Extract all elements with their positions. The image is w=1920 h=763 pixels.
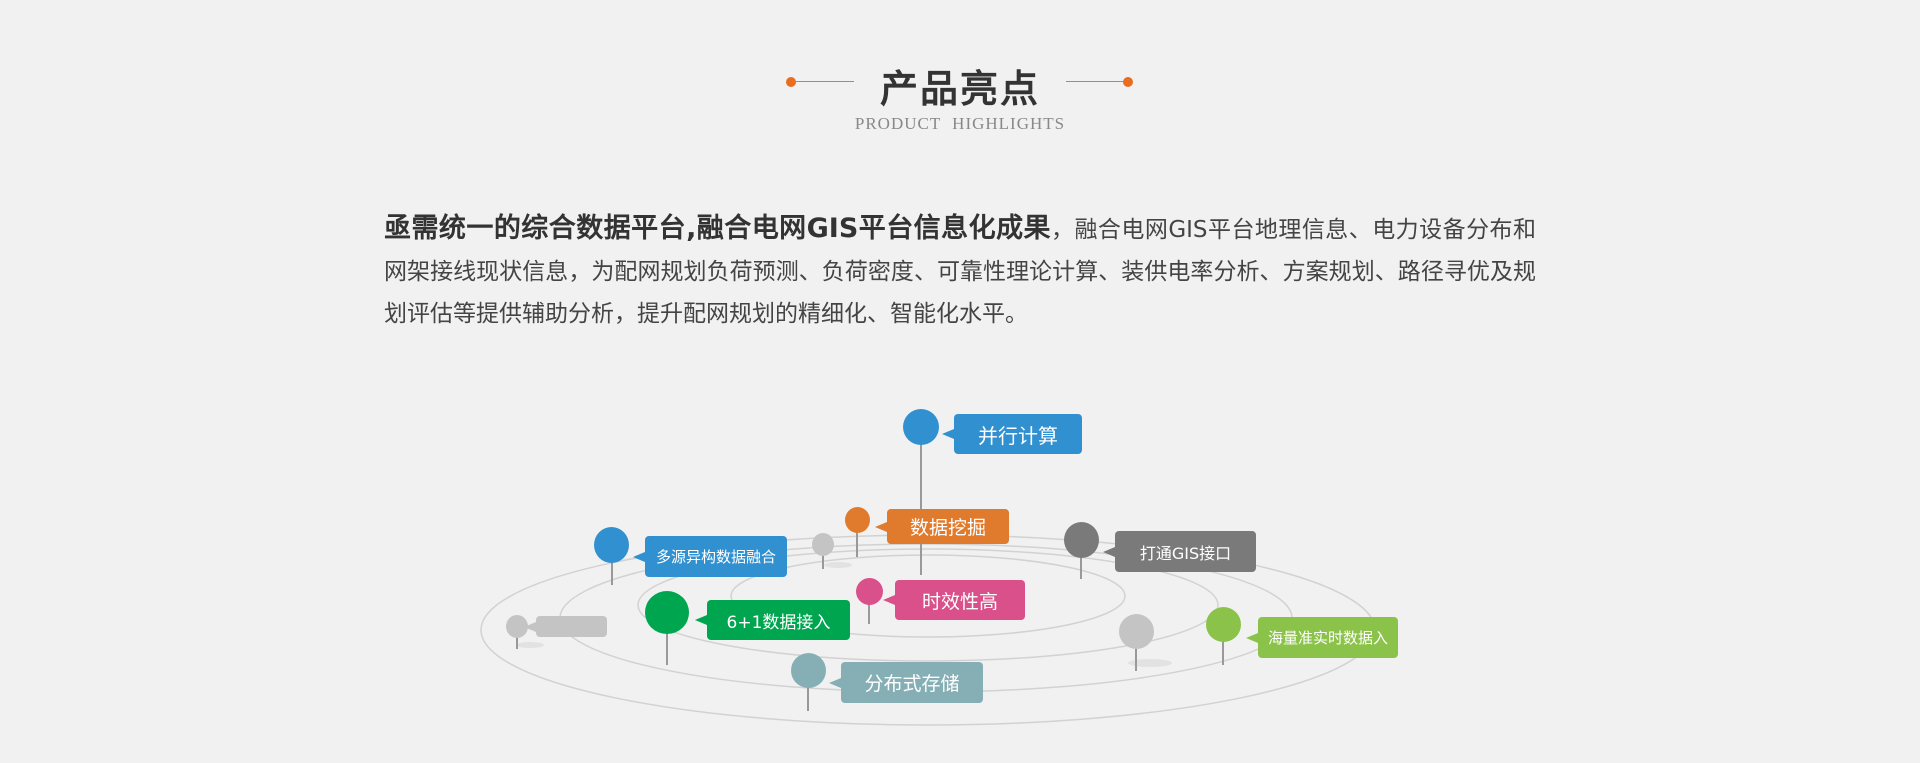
pin-head-gis-interface (1064, 522, 1099, 558)
pin-shadow (824, 562, 852, 568)
section-subtitle: PRODUCT HIGHLIGHTS (854, 114, 1066, 133)
intro-paragraph: 亟需统一的综合数据平台,融合电网GIS平台信息化成果，融合电网GIS平台地理信息… (384, 208, 1536, 335)
intro-highlight: 亟需统一的综合数据平台,融合电网GIS平台信息化成果 (384, 213, 1051, 244)
pin-head-timeliness (856, 578, 883, 605)
pin-head-placeholder (1119, 614, 1154, 649)
tag-placeholder (524, 616, 607, 637)
pin-stick (807, 686, 809, 711)
tag-data-access: 6+1数据接入 (695, 600, 850, 640)
pin-stick (611, 558, 613, 585)
tag-multi-source-fusion: 多源异构数据融合 (633, 536, 787, 577)
pin-shadow (1128, 659, 1172, 667)
title-decoration-line-left (792, 81, 854, 82)
pin-head-realtime-data (1206, 607, 1241, 642)
orbit-ring-3 (637, 548, 1219, 662)
pin-head-parallel-computing (903, 409, 939, 445)
tag-parallel-computing: 并行计算 (942, 414, 1082, 454)
pin-shadow (516, 642, 544, 648)
pin-head-placeholder (506, 615, 528, 638)
pin-head-distributed-storage (791, 653, 826, 688)
pin-stick (822, 553, 824, 569)
orbit-inner (730, 554, 1126, 638)
pin-stick (920, 440, 922, 575)
tag-timeliness: 时效性高 (883, 580, 1025, 620)
pin-stick (856, 530, 858, 557)
intro-separator: ， (1051, 217, 1075, 243)
pin-head-data-mining (845, 507, 870, 533)
tag-data-mining: 数据挖掘 (875, 509, 1009, 544)
tag-distributed-storage: 分布式存储 (829, 662, 983, 703)
pin-stick (666, 632, 668, 665)
pin-stick (1080, 554, 1082, 579)
title-decoration-line-right (1066, 81, 1128, 82)
pin-stick (516, 636, 518, 649)
intro-text: 融合电网GIS平台地理信息、电力设备分布和网架接线现状信息，为配网规划负荷预测、… (384, 217, 1536, 327)
pin-head-placeholder (812, 533, 834, 556)
title-decoration-dot-left (786, 77, 796, 87)
pin-stick (1222, 640, 1224, 665)
pin-stick (868, 602, 870, 624)
pin-head-multi-source-fusion (594, 527, 629, 563)
section-title: 产品亮点 (879, 67, 1040, 111)
tag-gis-interface: 打通GIS接口 (1103, 531, 1256, 572)
pin-stick (1135, 646, 1137, 671)
tag-realtime-data: 海量准实时数据入 (1246, 617, 1398, 658)
pin-head-data-access (645, 591, 689, 634)
title-decoration-dot-right (1123, 77, 1133, 87)
